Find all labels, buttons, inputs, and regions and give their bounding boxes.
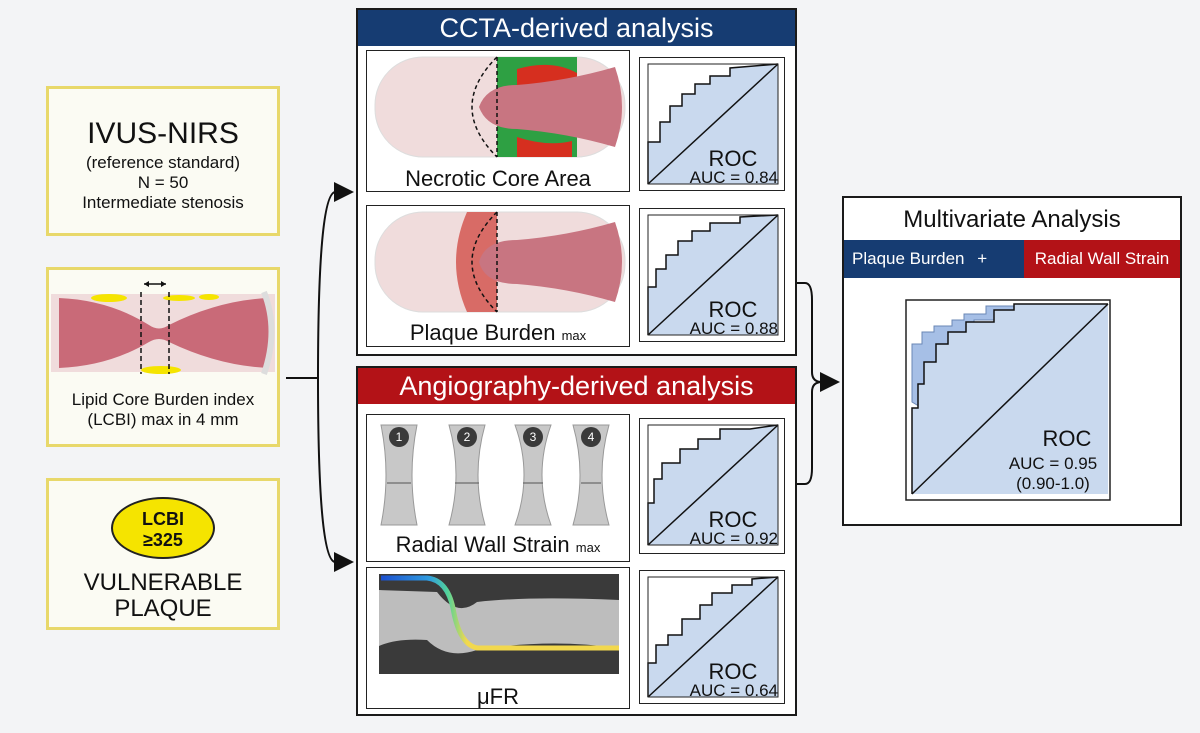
roc-curve-necrotic-core	[647, 63, 779, 185]
rws-illustration	[380, 424, 610, 526]
lcbi-threshold-badge: LCBI ≥325	[111, 497, 215, 559]
auc-ci: (0.90-1.0)	[1016, 474, 1090, 493]
auc-value: AUC = 0.88	[689, 319, 778, 338]
badge-line2: ≥325	[143, 530, 183, 550]
radial-wall-strain-image: 1 2 3 4 Radial Wall Strain max	[366, 414, 630, 562]
plaque-burden-caption: Plaque Burden max	[367, 320, 629, 346]
combination-bar: Plaque Burden + Radial Wall Strain	[844, 240, 1180, 278]
auc-value: AUC = 0.92	[689, 529, 778, 548]
ivus-n: N = 50	[137, 173, 189, 192]
roc-label: ROC	[708, 659, 758, 684]
plaque-burden-image: Plaque Burden max	[366, 205, 630, 347]
plaque-burden-caption-text: Plaque Burden	[409, 320, 556, 345]
ivus-nirs-box: IVUS-NIRS (reference standard) N = 50 In…	[46, 86, 280, 236]
plaque-burden-illustration	[374, 211, 626, 313]
combination-left: Plaque Burden +	[844, 240, 1024, 278]
lcbi-caption-line2: (LCBI) max in 4 mm	[87, 410, 239, 429]
ivus-subtitle: (reference standard)	[85, 153, 241, 172]
roc-curve-multivariate	[905, 299, 1111, 501]
roc-radial-wall-strain: ROC AUC = 0.92	[639, 418, 785, 554]
lcbi-box: Lipid Core Burden index (LCBI) max in 4 …	[46, 267, 280, 447]
marker-4: 4	[581, 427, 601, 447]
ivus-title: IVUS-NIRS	[87, 117, 239, 150]
rws-caption-sub: max	[575, 540, 601, 555]
roc-curve-ufr	[647, 576, 779, 698]
rws-caption-text: Radial Wall Strain	[395, 532, 570, 557]
marker-1: 1	[389, 427, 409, 447]
marker-3: 3	[523, 427, 543, 447]
vulnerable-line1: VULNERABLE	[83, 569, 243, 596]
badge-line1: LCBI	[142, 509, 184, 529]
auc-value: AUC = 0.64	[689, 681, 778, 700]
ufr-image: μFR	[366, 567, 630, 709]
roc-label: ROC	[708, 146, 758, 171]
radial-wall-strain-label: Radial Wall Strain	[1024, 240, 1180, 278]
ivus-stenosis: Intermediate stenosis	[82, 193, 244, 212]
roc-curve-rws	[647, 424, 779, 546]
plaque-burden-caption-sub: max	[561, 328, 587, 343]
roc-plaque-burden: ROC AUC = 0.88	[639, 208, 785, 342]
roc-ufr: ROC AUC = 0.64	[639, 570, 785, 704]
necrotic-core-caption: Necrotic Core Area	[405, 166, 591, 191]
plus-sign: +	[977, 249, 988, 268]
lcbi-caption-line1: Lipid Core Burden index	[71, 390, 255, 409]
ufr-caption: μFR	[476, 684, 519, 709]
roc-label: ROC	[708, 297, 758, 322]
necrotic-core-illustration	[374, 56, 626, 158]
auc-value: AUC = 0.95	[1008, 454, 1098, 473]
multivariate-title: Multivariate Analysis	[903, 206, 1121, 233]
roc-label: ROC	[1042, 426, 1092, 451]
roc-multivariate: ROC AUC = 0.95 (0.90-1.0)	[904, 298, 1114, 504]
roc-label: ROC	[708, 507, 758, 532]
angiography-header: Angiography-derived analysis	[358, 368, 795, 404]
roc-necrotic-core: ROC AUC = 0.84	[639, 57, 785, 191]
marker-2: 2	[457, 427, 477, 447]
rws-caption: Radial Wall Strain max	[367, 532, 629, 558]
vessel-lcbi-illustration	[51, 281, 275, 375]
ccta-header: CCTA-derived analysis	[358, 10, 795, 46]
auc-value: AUC = 0.84	[689, 168, 778, 187]
plaque-burden-label: Plaque Burden	[852, 249, 965, 268]
vulnerable-plaque-box: LCBI ≥325 VULNERABLE PLAQUE	[46, 478, 280, 630]
necrotic-core-image: Necrotic Core Area	[366, 50, 630, 192]
vulnerable-line2: PLAQUE	[114, 595, 212, 622]
ufr-illustration	[379, 574, 619, 674]
roc-curve-plaque-burden	[647, 214, 779, 336]
